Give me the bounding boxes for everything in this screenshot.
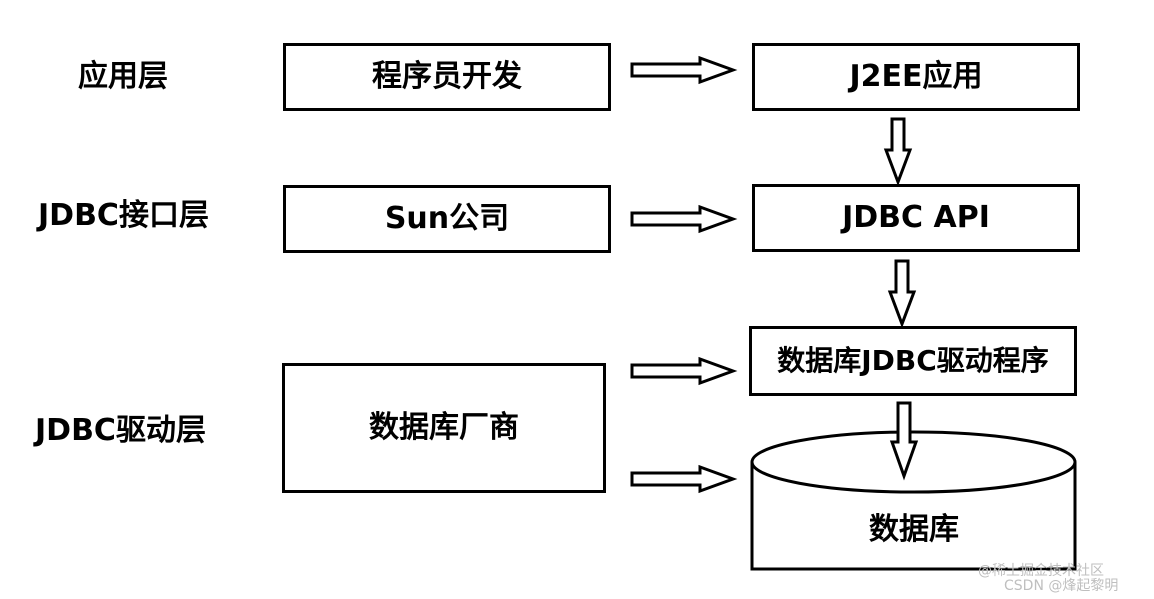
vendor-box: 数据库厂商 xyxy=(282,363,606,493)
layer-label-jdbc-interface: JDBC接口层 xyxy=(38,198,209,233)
database-label: 数据库 xyxy=(869,512,959,547)
j2ee-box: J2EE应用 xyxy=(752,43,1080,111)
arrow-right-icon xyxy=(630,464,738,494)
watermark-line-2: CSDN @烽起黎明 xyxy=(1004,578,1119,594)
watermark-line-1: @稀土掘金技术社区 xyxy=(978,563,1104,579)
arrow-down-icon xyxy=(883,117,913,187)
arrow-down-icon xyxy=(887,259,917,329)
programmer-box: 程序员开发 xyxy=(283,43,611,111)
driver-box: 数据库JDBC驱动程序 xyxy=(749,326,1077,396)
arrow-down-icon xyxy=(889,401,919,481)
sun-box: Sun公司 xyxy=(283,185,611,253)
layer-label-app: 应用层 xyxy=(78,59,168,94)
jdbc-api-box: JDBC API xyxy=(752,184,1080,252)
arrow-right-icon xyxy=(630,356,738,386)
database-cylinder xyxy=(750,430,1077,571)
arrow-right-icon xyxy=(630,55,738,85)
arrow-right-icon xyxy=(630,204,738,234)
layer-label-jdbc-driver: JDBC驱动层 xyxy=(35,413,206,448)
